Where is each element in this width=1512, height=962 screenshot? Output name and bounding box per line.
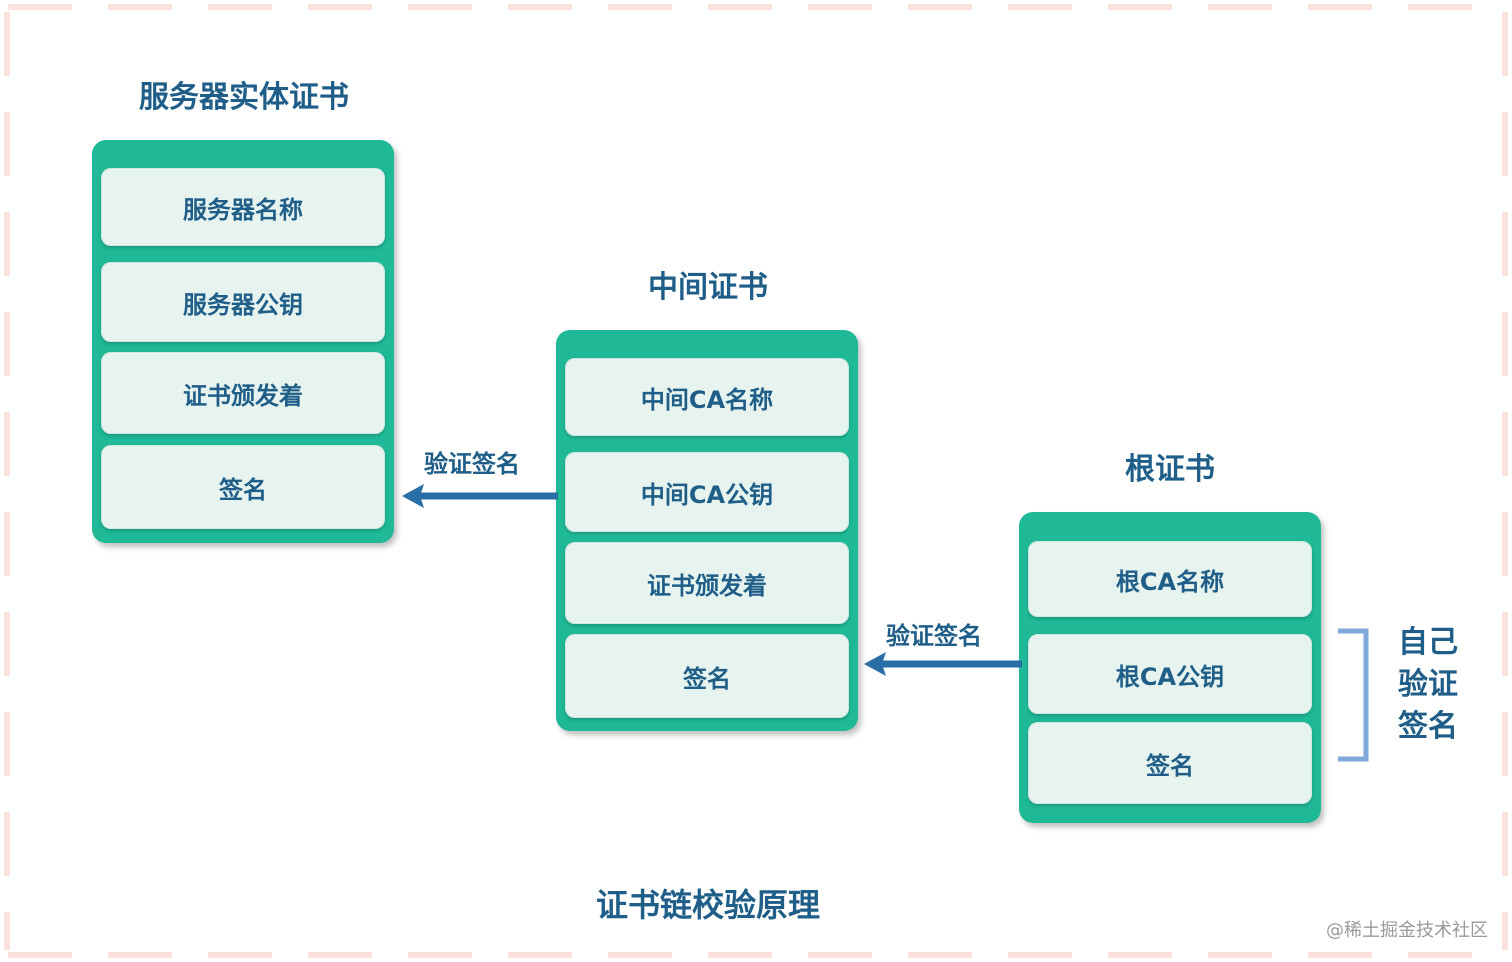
root-cert-field-pubkey: 根CA公钥 — [1028, 634, 1312, 714]
self-verify-note: 自己 验证 签名 — [1390, 622, 1466, 748]
server-cert-field-name: 服务器名称 — [101, 168, 385, 246]
self-verify-line-1: 自己 — [1398, 625, 1458, 660]
root-cert-title: 根证书 — [1125, 452, 1215, 487]
self-verify-line-3: 签名 — [1398, 709, 1458, 744]
frame-left-border — [4, 12, 10, 950]
frame-bottom-border — [8, 952, 1504, 958]
root-cert-field-name: 根CA名称 — [1028, 541, 1312, 617]
server-cert-field-issuer: 证书颁发着 — [101, 352, 385, 434]
intermediate-cert-field-signature: 签名 — [565, 634, 849, 718]
verify-signature-label-1: 验证签名 — [424, 450, 520, 478]
intermediate-cert-title: 中间证书 — [648, 270, 768, 305]
intermediate-cert-field-pubkey: 中间CA公钥 — [565, 452, 849, 532]
self-verify-bracket — [1338, 628, 1369, 762]
server-cert-field-signature: 签名 — [101, 445, 385, 529]
server-cert-field-pubkey: 服务器公钥 — [101, 262, 385, 342]
intermediate-cert-field-name: 中间CA名称 — [565, 358, 849, 436]
frame-right-border — [1502, 12, 1508, 950]
diagram-caption: 证书链校验原理 — [595, 886, 820, 924]
root-cert-field-signature: 签名 — [1028, 722, 1312, 804]
self-verify-line-2: 验证 — [1398, 667, 1458, 702]
frame-top-border — [8, 4, 1504, 10]
server-cert-title: 服务器实体证书 — [139, 80, 349, 115]
root-cert-box: 根CA名称 根CA公钥 签名 — [1019, 512, 1321, 823]
intermediate-cert-field-issuer: 证书颁发着 — [565, 542, 849, 624]
watermark: @稀土掘金技术社区 — [1326, 920, 1488, 941]
server-cert-box: 服务器名称 服务器公钥 证书颁发着 签名 — [92, 140, 394, 543]
intermediate-cert-box: 中间CA名称 中间CA公钥 证书颁发着 签名 — [556, 330, 858, 731]
verify-signature-label-2: 验证签名 — [886, 622, 982, 650]
verify-arrow-2 — [864, 652, 1022, 676]
verify-arrow-1 — [402, 484, 558, 508]
